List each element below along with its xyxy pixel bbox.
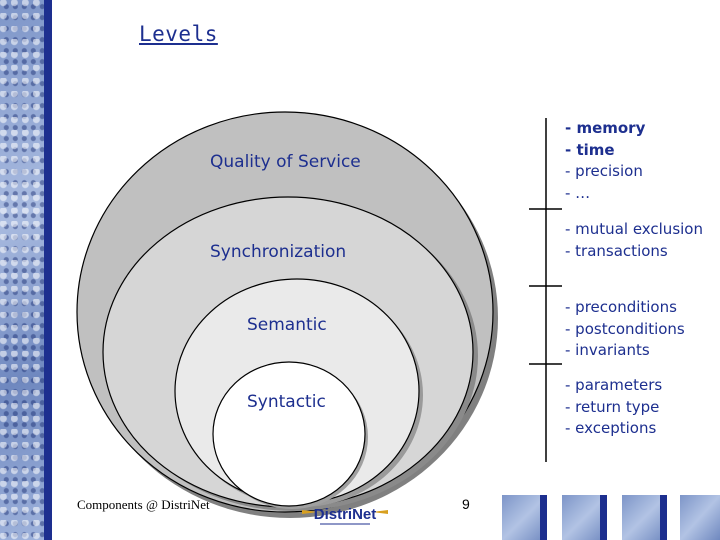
note-item: - precision — [565, 161, 645, 183]
notes-syntactic: - parameters - return type - exceptions — [565, 375, 662, 440]
note-item: - parameters — [565, 375, 662, 397]
note-item: - transactions — [565, 241, 703, 263]
distrinet-logo: DistriNet — [300, 496, 390, 530]
note-item: - postconditions — [565, 319, 685, 341]
label-syntactic: Syntactic — [247, 392, 326, 412]
note-item: - preconditions — [565, 297, 685, 319]
footer-text: Components @ DistriNet — [77, 497, 210, 513]
label-quality-of-service: Quality of Service — [210, 152, 361, 172]
note-item: - invariants — [565, 340, 685, 362]
notes-quality-of-service: - memory - time - precision - … — [565, 118, 645, 204]
page-number: 9 — [462, 496, 470, 512]
note-item: - memory — [565, 118, 645, 140]
ellipse-syntactic — [213, 362, 365, 506]
note-item: - … — [565, 183, 645, 205]
note-item: - exceptions — [565, 418, 662, 440]
note-item: - time — [565, 140, 645, 162]
note-item: - mutual exclusion — [565, 219, 703, 241]
label-semantic: Semantic — [247, 315, 327, 335]
logo-text: DistriNet — [314, 506, 377, 523]
notes-synchronization: - mutual exclusion - transactions — [565, 219, 703, 262]
notes-semantic: - preconditions - postconditions - invar… — [565, 297, 685, 362]
label-synchronization: Synchronization — [210, 242, 346, 262]
note-item: - return type — [565, 397, 662, 419]
decorative-tiles — [500, 493, 720, 540]
